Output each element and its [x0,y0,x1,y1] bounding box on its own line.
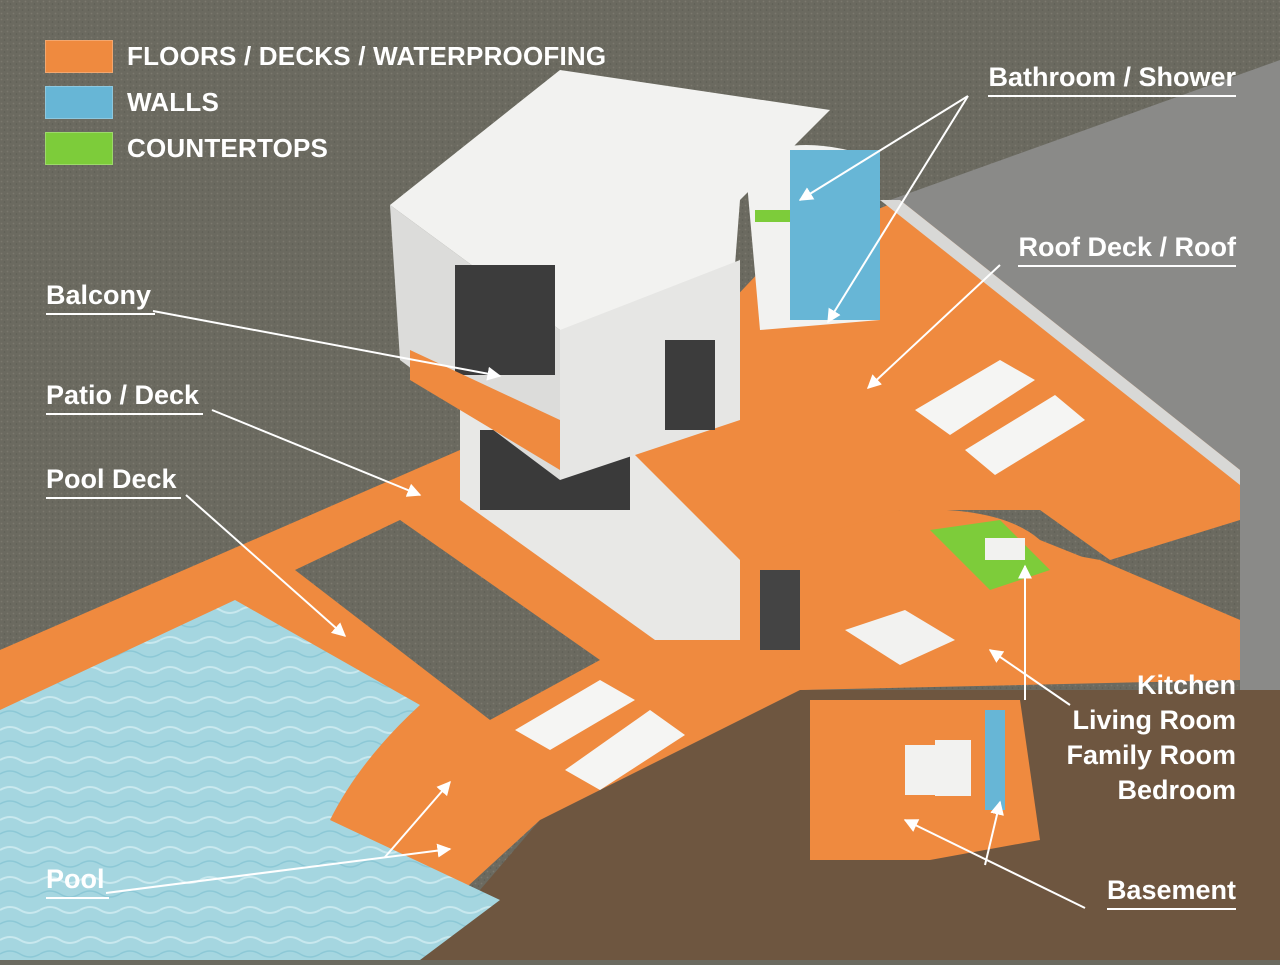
dark-backdrop [890,60,1280,700]
legend-item-walls: WALLS [45,79,606,125]
label-stack-ground-floor: Kitchen Living Room Family Room Bedroom [1066,668,1236,808]
roof-lounger-1 [915,360,1035,435]
leader-roof [866,264,1001,389]
pool-water [0,600,500,960]
label-roof: Roof Deck / Roof [1018,230,1236,267]
pool-lounger-2 [565,710,685,790]
leader-pool-2 [384,780,451,858]
dryer [935,740,971,796]
roof-door [665,340,715,430]
legend-item-floors: FLOORS / DECKS / WATERPROOFING [45,33,606,79]
label-pool-deck: Pool Deck [46,462,181,499]
legend-swatch-floors [45,39,113,73]
legend: FLOORS / DECKS / WATERPROOFING WALLS COU… [45,33,606,171]
leader-living [988,649,1071,706]
roof-lounger-2 [965,395,1085,475]
pool-lounger-1 [515,680,635,750]
label-patio: Patio / Deck [46,378,204,415]
legend-label-walls: WALLS [127,86,219,117]
legend-label-floors: FLOORS / DECKS / WATERPROOFING [127,40,607,71]
legend-swatch-countertops [45,131,113,165]
balcony-glass [455,265,555,375]
dining-table [845,610,955,665]
leader-pool-1 [105,843,452,894]
vanity-counter [755,210,790,222]
living-floor [740,509,1240,690]
legend-label-countertops: COUNTERTOPS [127,132,329,163]
label-basement: Basement [1106,873,1236,910]
leader-pool-deck [185,494,347,637]
legend-swatch-walls [45,85,113,119]
label-living: Living Room [1072,705,1237,735]
cooktop [985,538,1025,560]
washer [905,745,935,795]
label-bedroom: Bedroom [1117,775,1236,805]
leader-bathroom [827,95,969,324]
roof-rail [880,200,1240,485]
label-bathroom: Bathroom / Shower [988,60,1236,97]
grass-patch [295,520,600,720]
glass-door [760,570,800,650]
basement-wall [985,710,1005,810]
label-family: Family Room [1066,740,1236,770]
label-balcony: Balcony [46,278,156,315]
label-pool: Pool [46,862,109,899]
leader-bathroom-2 [798,95,969,201]
leader-balcony [152,310,502,381]
leader-basement-2 [984,800,1004,866]
shower-wall [790,150,880,320]
leader-basement [903,819,1086,909]
balcony-floor [410,350,560,470]
legend-item-countertops: COUNTERTOPS [45,125,606,171]
leader-patio [211,409,422,497]
label-kitchen: Kitchen [1136,670,1236,700]
